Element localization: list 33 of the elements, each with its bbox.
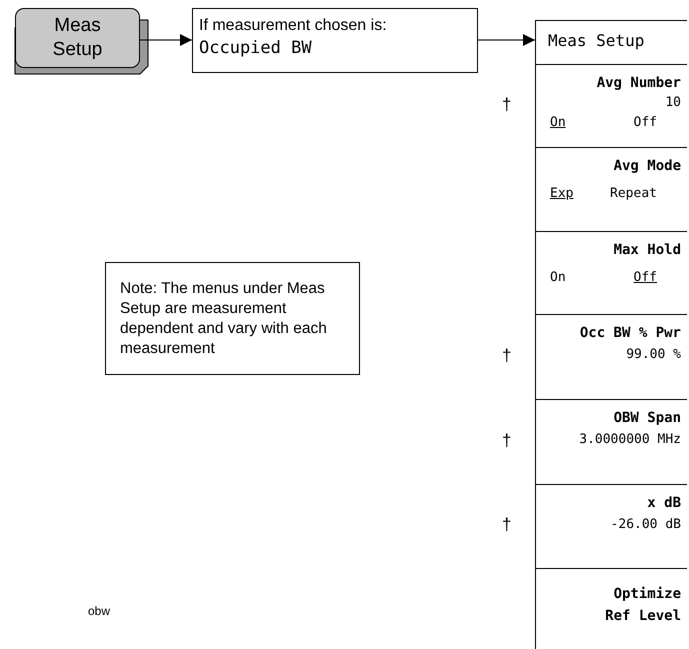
key-label: Meas Setup [52,14,104,62]
figure-code: obw [88,604,110,618]
toggle-option: Off [634,270,657,285]
dagger-mark: † [502,94,512,114]
softkey-label: OBW Span [614,410,681,426]
arrow [140,34,192,46]
softkey-label: Max Hold [614,242,681,258]
menu-title: Meas Setup [548,31,644,50]
note-text: Note: The menus under Meas Setup are measurement dependent and vary with each measurement [120,279,328,359]
softkey-value: 99.00 % [626,347,681,362]
toggle-option: Off [634,115,657,130]
toggle-option: Exp [550,186,574,201]
softkey-value: 10 [665,95,681,110]
softkey-menu [535,20,687,649]
condition-box [192,8,478,73]
dagger-mark: † [502,515,512,535]
softkey-label: Optimize Ref Level [604,585,681,626]
softkey-value: -26.00 dB [610,517,681,532]
softkey-label: Avg Number [596,75,681,91]
dagger-mark: † [502,430,512,450]
softkey-value: 3.0000000 MHz [579,432,681,447]
condition-text: If measurement chosen is: [199,16,387,36]
softkey-label: Avg Mode [614,158,681,174]
toggle-option: On [550,115,566,130]
hardkey-button [15,8,140,68]
arrow [478,34,536,46]
dagger-mark: † [502,346,512,366]
softkey-label: Occ BW % Pwr [580,325,681,341]
softkey-label: x dB [647,495,681,511]
measurement-name: Occupied BW [199,37,312,59]
toggle-option: Repeat [610,186,657,201]
toggle-option: On [550,270,566,285]
note-box [105,262,360,375]
